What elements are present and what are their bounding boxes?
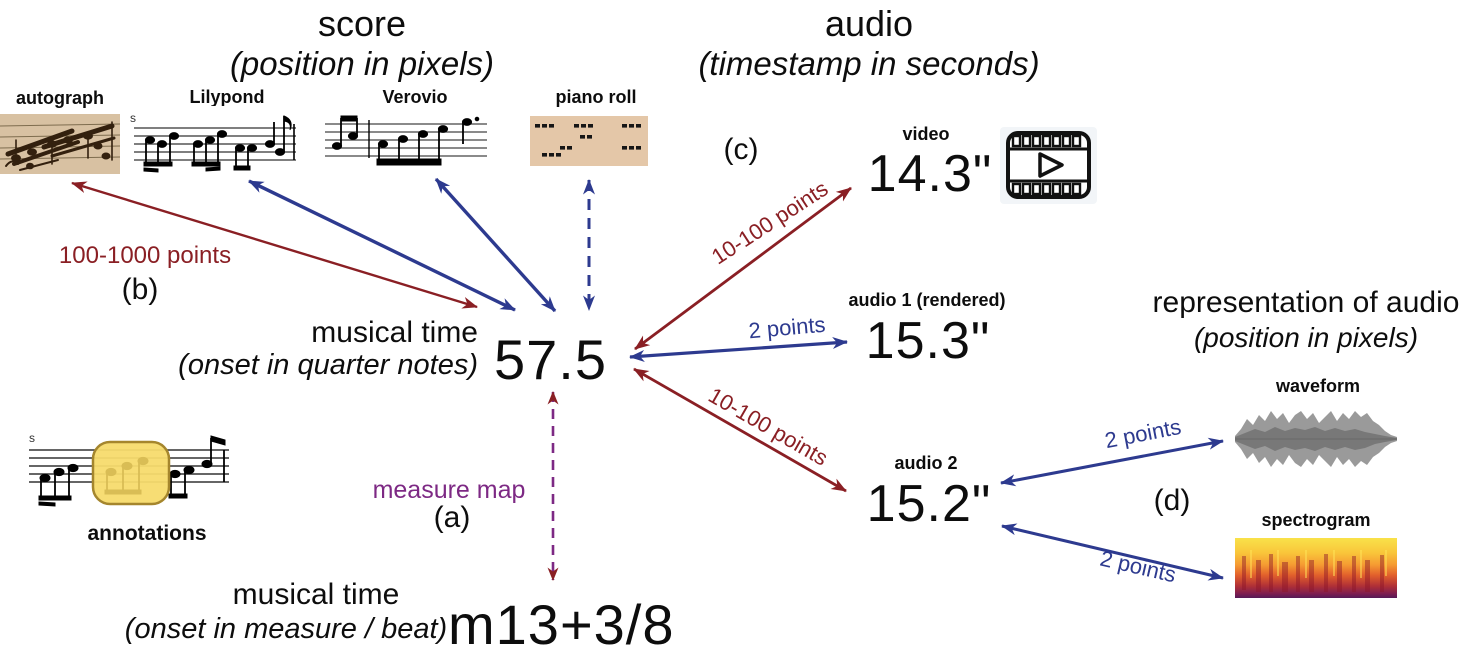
svg-text:s: s [29, 431, 35, 445]
arrow-hub-audio2 [633, 367, 847, 493]
score-subheading: (position in pixels) [229, 45, 495, 82]
waveform-label: waveform [1275, 376, 1361, 396]
audio-heading: audio [824, 3, 914, 44]
audio1-label: audio 1 (rendered) [848, 290, 1006, 310]
arrow-lilypond-hub [248, 179, 516, 312]
marker-a: (a) [433, 501, 471, 534]
annotations-image: s [27, 430, 232, 516]
audio2-value: 15.2" [866, 475, 992, 533]
verovio-image [325, 106, 490, 172]
marker-c: (c) [723, 133, 759, 166]
marker-b: (b) [121, 273, 159, 306]
audio-subheading: (timestamp in seconds) [698, 45, 1040, 82]
score-heading: score [317, 3, 407, 44]
video-icon [1000, 127, 1097, 204]
hub-label-line2: (onset in quarter notes) [178, 349, 478, 381]
measure-label-line1: musical time [232, 578, 400, 611]
audio2-label: audio 2 [894, 453, 958, 473]
arrow-verovio-hub [434, 177, 557, 313]
marker-d: (d) [1153, 484, 1191, 517]
spectrogram-points-label: 2 points [1097, 545, 1179, 588]
lilypond-image: s [128, 106, 300, 178]
waveform-image [1235, 411, 1397, 467]
video-label: video [902, 124, 950, 144]
autograph-image [0, 114, 120, 174]
hub-label-line1: musical time [311, 316, 478, 349]
audio2-points-label: 10-100 points [704, 382, 833, 471]
audio1-value: 15.3" [865, 312, 991, 370]
measure-label-line2: (onset in measure / beat) [124, 613, 448, 645]
video-value: 14.3" [867, 145, 993, 203]
measure-value: m13+3/8 [448, 593, 675, 656]
svg-text:s: s [130, 111, 136, 125]
measure-map-label: measure map [372, 476, 526, 504]
video-points-label: 10-100 points [707, 175, 833, 270]
audio1-points-label: 2 points [747, 311, 827, 344]
lilypond-label: Lilypond [189, 87, 265, 107]
arrow-hub-audio1 [629, 337, 848, 362]
representation-heading: representation of audio [1152, 286, 1460, 319]
score-points-label: 100-1000 points [58, 242, 232, 269]
spectrogram-image [1235, 538, 1397, 598]
waveform-points-label: 2 points [1102, 413, 1184, 454]
spectrogram-label: spectrogram [1261, 510, 1371, 530]
pianoroll-label: piano roll [555, 87, 637, 107]
annotations-label: annotations [87, 522, 207, 545]
verovio-label: Verovio [382, 87, 448, 107]
pianoroll-image [530, 116, 648, 166]
hub-value: 57.5 [494, 328, 607, 391]
autograph-label: autograph [16, 88, 104, 108]
representation-subheading: (position in pixels) [1193, 322, 1419, 353]
